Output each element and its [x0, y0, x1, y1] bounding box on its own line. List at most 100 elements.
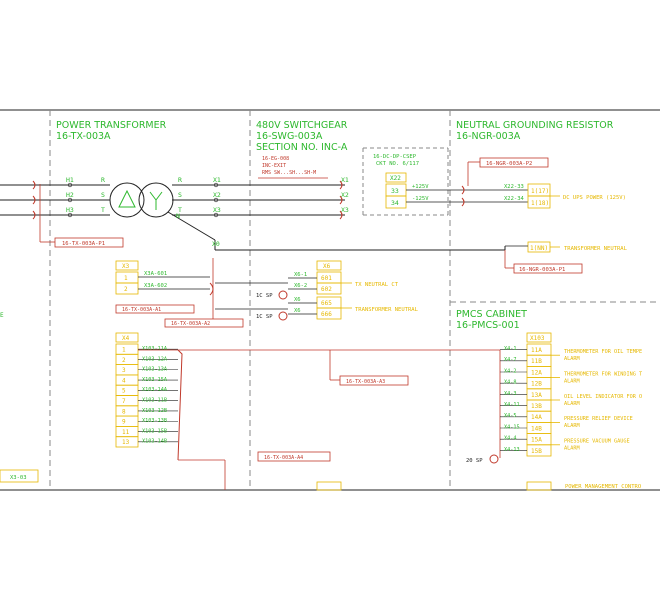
pmcs-terminal-block: X103 20 SP 11AX4-111BX4-712AX4-212BX4-81… [466, 332, 552, 464]
swg-x-term-2: X2 [341, 191, 349, 199]
tb-x4-cell [115, 353, 139, 365]
primary-terminal-dot [67, 212, 73, 218]
ngr-dc-term-18: 1(18) [531, 200, 549, 207]
secondary-terminal-dot [213, 197, 219, 203]
primary-term-2: H2 [66, 191, 74, 199]
swg-sp-2: 1C SP [256, 314, 273, 320]
delta-winding-circle [109, 182, 145, 218]
transformer-tag: 16-TX-003A [56, 131, 111, 142]
switchgear-tag: 16-SWG-003A [256, 131, 323, 142]
swg-term-601: 601 [321, 275, 332, 282]
ngr-neutral-term: 1(NN) [530, 245, 548, 252]
tb-x4-cell [115, 364, 139, 376]
ngr-dc-term-33: 33 [391, 187, 399, 195]
swg-wire-x6-2: X6-2 [294, 283, 307, 289]
tb-x4-wire: X103-14A [142, 387, 168, 393]
tb-x4-wire: X103-12B [142, 408, 167, 414]
tb-x4-bottom-tag: 16-TX-003A-A4 [264, 455, 303, 461]
pmcs-wire: X4-2 [504, 368, 517, 374]
switchgear-section: SECTION NO. INC-A [256, 142, 348, 153]
pmcs-term: 12B [531, 381, 542, 388]
pmcs-term: 15A [531, 437, 542, 444]
tb-x4-num: 4 [122, 377, 126, 384]
switchgear-title: 480V SWITCHGEAR [256, 120, 348, 131]
pmcs-desc-alarm: ALARM [564, 401, 580, 407]
ngr-dc-wiring: 16-NGR-003A-P2 1(17) 1(18) X22-33 X22-34… [445, 157, 626, 209]
ct-tag-1: 16-TX-003A-A1 [122, 307, 161, 313]
pmcs-wire: X4-7 [504, 357, 517, 363]
pmcs-term: 15B [531, 448, 542, 455]
pmcs-desc-alarm: ALARM [564, 378, 580, 384]
ngr-dc-wire-neg: -125V [412, 196, 429, 202]
pmcs-wire: X4-13 [504, 447, 520, 453]
neutral-term: X0 [212, 240, 220, 248]
swg-sp-1: 1C SP [256, 293, 273, 299]
swg-ct-header: X6 [323, 263, 331, 270]
pmcs-term: 11A [531, 347, 542, 354]
pmcs-desc-alarm: ALARM [564, 446, 580, 452]
pmcs-term: 11B [531, 358, 542, 365]
secondary-terminal-dot [213, 182, 219, 188]
ct-header: X3 [122, 263, 130, 270]
pmcs-desc-alarm: ALARM [564, 356, 580, 362]
pmcs-term: 13B [531, 403, 542, 410]
pmcs-desc-alarm: ALARM [564, 423, 580, 429]
ngr-title: NEUTRAL GROUNDING RESISTOR [456, 120, 614, 131]
tb-x4-num: 9 [122, 419, 126, 426]
ct-row-1: 1 [124, 275, 128, 282]
tb-x4-num: 3 [122, 367, 126, 374]
primary-term-3: H3 [66, 206, 74, 214]
swg-x-term-3: X3 [341, 206, 349, 214]
primary-line-breaks [32, 180, 343, 220]
ngr-dc-box: 16-DC-DP-CSEP CKT NO. 6/117 X22 33 34 +1… [373, 154, 445, 209]
left-bottom-label: X3-03 [10, 475, 27, 481]
pmcs-wire: X4-8 [504, 380, 517, 386]
tb-x4-cell [115, 395, 139, 407]
secondary-phase-3: T [178, 206, 182, 214]
tb-x4-wire: X103-15A [142, 377, 168, 383]
pmcs-wire: X4-1 [504, 346, 517, 352]
pmcs-term: 14B [531, 425, 542, 432]
ngr-dc-wire-pos: +125V [412, 184, 429, 190]
tb-x4-num: 13 [122, 439, 130, 446]
swg-top-note: 16-EG-008 INC-EXIT RMS SW...SH...SH-M [258, 156, 328, 179]
ngr-dc-box-line1: 16-DC-DP-CSEP [373, 154, 417, 160]
tx-xref-label: 16-TX-003A-P1 [62, 241, 105, 247]
tb-x4-cell [115, 374, 139, 386]
wye-symbol [149, 191, 163, 210]
tb-x4-num: 2 [122, 357, 126, 364]
left-edge-label: E [0, 312, 4, 319]
primary-terminal-dot [67, 197, 73, 203]
neutral-phase: N [176, 212, 180, 220]
ct-row-2: 2 [124, 286, 128, 293]
ngr-wire-33: X22-33 [504, 184, 524, 190]
panel-titles: POWER TRANSFORMER 16-TX-003A 480V SWITCH… [56, 120, 614, 331]
transformer-symbol [109, 182, 506, 251]
secondary-term-3: X3 [213, 206, 221, 214]
swg-x-term-1: X1 [341, 176, 349, 184]
pmcs-wire: X4-5 [504, 413, 517, 419]
tx-xref: 16-TX-003A-P1 [39, 184, 124, 248]
tb-x4-cell [115, 405, 139, 417]
secondary-phase-2: S [178, 191, 182, 199]
ct-wire-601: X3A-601 [144, 271, 167, 277]
swg-note-3: RMS SW...SH...SH-M [262, 170, 316, 176]
tb-x4-num: 11 [122, 429, 130, 436]
tb-x4-cell [115, 415, 139, 427]
ngr-dc-term-17: 1(17) [531, 188, 549, 195]
swg-wire-x6-3: X6 [294, 297, 301, 303]
swg-wire-x6-4: X6 [294, 308, 301, 314]
swg-ct-desc-2: TRANSFORMER NEUTRAL [355, 307, 419, 313]
ngr-dc-box-line2: CKT NO. 6/117 [376, 161, 419, 167]
pmcs-term: 14A [531, 414, 542, 421]
secondary-term-1: X1 [213, 176, 221, 184]
swg-note-1: 16-EG-008 [262, 156, 289, 162]
tb-x4-mid-tag: 16-TX-003A-A3 [346, 379, 385, 385]
ngr-neutral-tag: 16-NGR-003A-P1 [519, 267, 565, 273]
tb-x4-wire: X103-11B [142, 398, 167, 404]
pmcs-title: PMCS CABINET [456, 309, 527, 320]
ngr-neutral: 1(NN) TRANSFORMER NEUTRAL 16-NGR-003A-P1 [504, 241, 628, 274]
tb-x4-wire: X103-13A [142, 367, 168, 373]
